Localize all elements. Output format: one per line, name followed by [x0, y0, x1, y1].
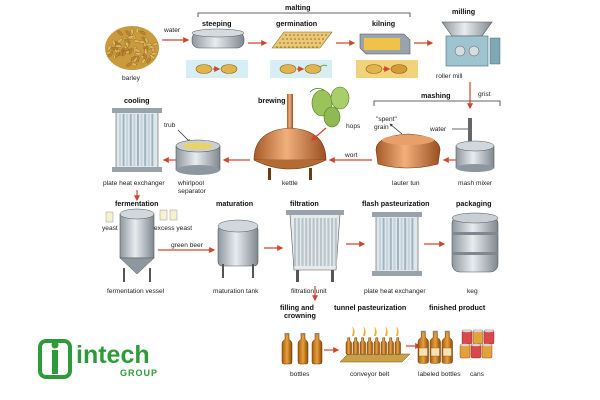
- roller-mill-icon: [441, 21, 501, 67]
- trub-label: trub: [164, 122, 176, 129]
- steeping-grain-icons: [195, 64, 238, 74]
- whirlpool-line-2: separator: [178, 188, 207, 195]
- cans-icon: [459, 329, 495, 359]
- plate-heat-exchanger-top-label: plate heat exchanger: [103, 180, 165, 187]
- tunnel-pasteurization-label: tunnel pasteurization: [334, 303, 406, 312]
- green-beer-label: green beer: [171, 242, 204, 249]
- logo-name: intech: [76, 341, 150, 369]
- barley-label: barley: [122, 75, 141, 82]
- trub-pointer: [177, 129, 191, 143]
- malting-label: malting: [285, 3, 311, 12]
- germination-bed-icon: [271, 31, 333, 49]
- maturation-tank-label: maturation tank: [213, 288, 259, 295]
- mash-mixer-icon: [455, 118, 495, 172]
- plate-heat-exchanger-bottom-icon: [372, 212, 422, 276]
- kettle-icon: [253, 94, 327, 180]
- excess-yeast-label: excess yeast: [154, 225, 192, 232]
- brewing-label: brewing: [258, 96, 286, 105]
- lauter-tun-label: lauter tun: [392, 180, 420, 187]
- lauter-tun-icon: [375, 133, 441, 169]
- logo-tagline: GROUP: [120, 368, 158, 378]
- water-mid-label: water: [429, 126, 447, 133]
- grist-label: grist: [478, 91, 491, 98]
- kilning-grain-icons: [365, 64, 408, 74]
- filtration-unit-label: filtration unit: [291, 288, 327, 295]
- kettle-label: kettle: [282, 180, 298, 187]
- conveyor-belt-icon: [339, 326, 411, 363]
- plate-heat-exchanger-bottom-label: plate heat exchanger: [364, 288, 426, 295]
- water-mid-pointer: [452, 128, 471, 140]
- plate-heat-exchanger-top-icon: [112, 108, 162, 172]
- fermentation-vessel-label: fermentation vessel: [107, 288, 165, 295]
- barley-icon: [105, 26, 159, 70]
- mashing-bracket: [373, 100, 501, 106]
- intech-logo: intech GROUP: [38, 339, 158, 379]
- water-top-label: water: [163, 27, 181, 34]
- filling-line-1: filling and: [280, 303, 314, 312]
- spent-grain-line-1: "spent": [376, 116, 397, 123]
- maturation-label: maturation: [216, 199, 253, 208]
- malting-bracket: [197, 12, 411, 17]
- conveyor-belt-label: conveyor belt: [350, 371, 389, 378]
- fermentation-label: fermentation: [115, 199, 159, 208]
- maturation-tank-icon: [217, 219, 259, 278]
- steeping-label: steeping: [202, 19, 232, 28]
- spent-grain-label: "spent"grain: [374, 116, 397, 131]
- keg-icon: [451, 212, 499, 273]
- arrow-hops-kettle: [311, 127, 327, 141]
- intech-logo-mark-icon: [38, 339, 72, 379]
- hops-label: hops: [346, 123, 361, 130]
- keg-label: keg: [467, 288, 478, 295]
- kilning-label: kilning: [372, 19, 395, 28]
- labeled-bottles-label: labeled bottles: [418, 371, 461, 378]
- germination-grain-icons: [279, 64, 328, 74]
- finished-product-label: finished product: [429, 303, 486, 312]
- cooling-label: cooling: [124, 96, 150, 105]
- milling-label: milling: [452, 7, 475, 16]
- fermentation-vessel-icon: [119, 208, 155, 282]
- spent-grain-pointer: [389, 123, 403, 135]
- mash-mixer-label: mash mixer: [458, 180, 493, 187]
- excess-yeast-glass-icon: [159, 209, 178, 221]
- flash-pasteurization-label: flash pasteurization: [362, 199, 430, 208]
- spent-grain-line-2: grain: [374, 124, 389, 131]
- bottles-icon: [281, 333, 323, 365]
- steeping-tank-icon: [191, 28, 245, 49]
- labeled-bottles-icon: [417, 330, 453, 364]
- wort-label: wort: [344, 152, 358, 159]
- bottles-label: bottles: [290, 371, 310, 378]
- roller-mill-label: roller mill: [436, 73, 463, 80]
- cans-label: cans: [470, 371, 485, 378]
- yeast-label: yeast: [102, 225, 118, 232]
- filtration-label: filtration: [290, 199, 319, 208]
- whirlpool-separator-icon: [175, 139, 221, 175]
- hops-icon: [309, 86, 350, 128]
- packaging-label: packaging: [456, 199, 492, 208]
- filling-line-2: crowning: [284, 311, 316, 320]
- filtration-unit-icon: [286, 210, 344, 282]
- kiln-icon: [359, 33, 411, 55]
- germination-label: germination: [276, 19, 317, 28]
- whirlpool-line-1: whirlpool: [177, 180, 205, 187]
- yeast-glass-icon: [105, 211, 114, 223]
- mashing-label: mashing: [421, 91, 451, 100]
